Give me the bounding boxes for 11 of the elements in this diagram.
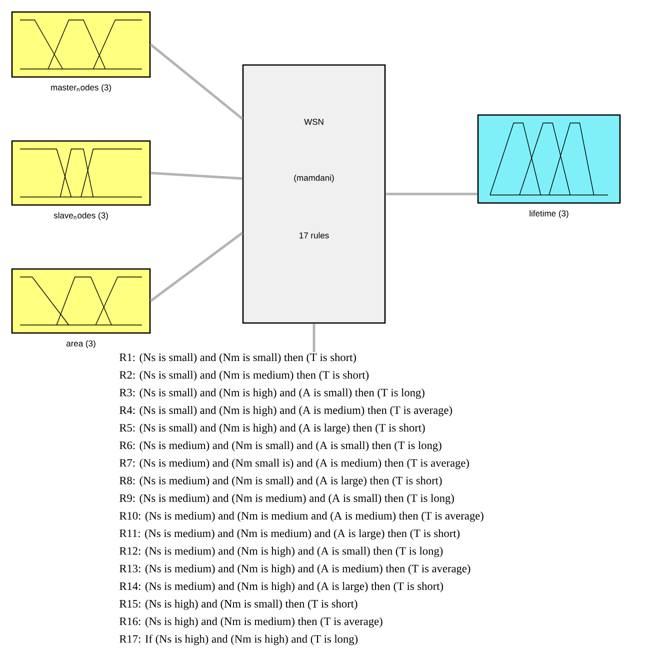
connector-line xyxy=(312,324,316,352)
variable-label: slave$_{n}$odes (3) xyxy=(54,212,108,220)
connector-line xyxy=(386,192,478,196)
variable-label: lifetime (3) xyxy=(530,210,568,218)
variable-label: area (3) xyxy=(66,340,96,348)
rule-list: R1: (Ns is small) and (Nm is small) then (T is short) R2: (Ns is small) and (Nm is medium) then (T is short) R3: (Ns is small) and (Nm is high) and (A is small) then (T is long) R4: (Ns is small) and (Nm is high) and (A is medium) then (T is average) R5: (Ns is small) and (Nm is high) and (A is large) then (T is short) R6: (Ns is medium) and (Nm is small) and (A is small) then (T is long) R7: (Ns is medium) and (Nm small is) and (A is medium) then (T is average) R8: (Ns is medium) and (Nm is small) and (A is large) then (T is short) R9: (Ns is medium) and (Nm is medium) and (A is small) then (T is long) R10: (Ns is medium) and (Nm is medium and (A is medium) then (T is average) R11: (Ns is medium) and (Nm is medium) and (A is large) then (T is short) R12: (Ns is medium) and (Nm is high) and (A is small) then (T is long) R13: (Ns is medium) and (Nm is high) and (A is medium) then (T is average) R14: (Ns is medium) and (Nm is high) and (A is large) then (T is short) R15: (Ns is high) and (Nm is small) then (T is short) R16: (Ns is high) and (Nm is medium) then (T is average) R17: If (Ns is high) and (Nm is high) and (T is long) xyxy=(120,353,484,646)
connector-line xyxy=(150,172,242,180)
system-box: WSN (mamdani) 17 rules xyxy=(242,64,386,324)
connector-line xyxy=(150,44,244,120)
connector-line xyxy=(150,232,244,302)
variable-label: master$_{n}$odes (3) xyxy=(51,84,111,92)
